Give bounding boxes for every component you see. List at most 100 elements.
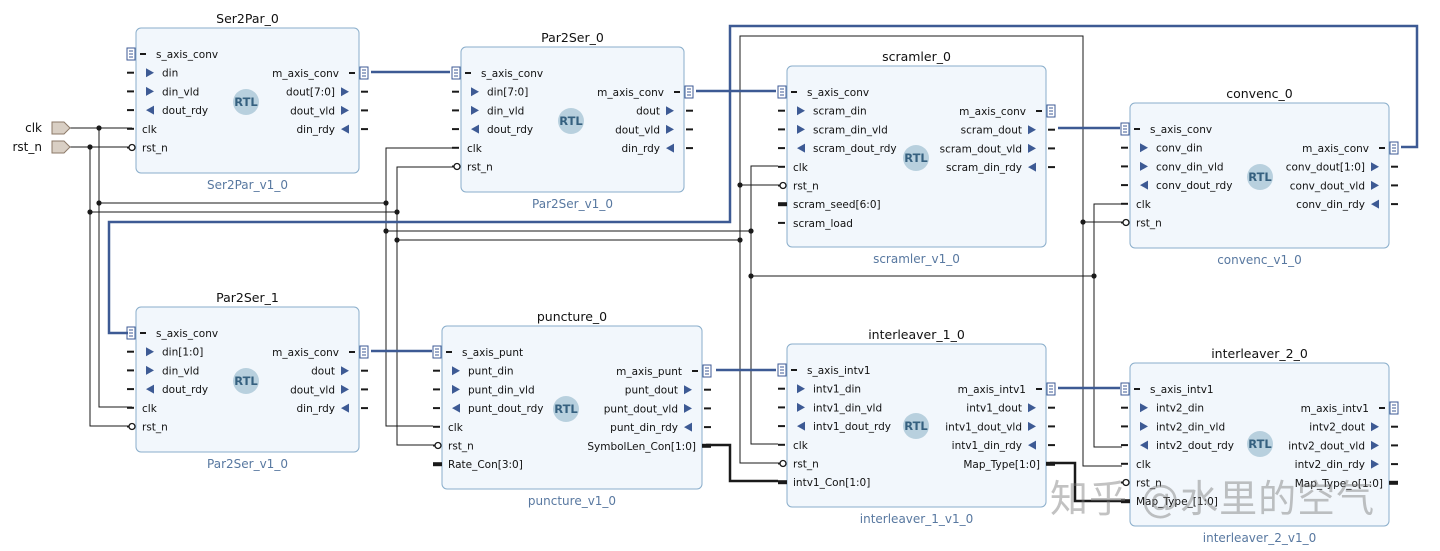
bus-interface-icon xyxy=(777,363,787,377)
pin-scram-din-rdy[interactable]: scram_din_rdy xyxy=(946,162,1055,174)
pin-m-axis-conv[interactable]: m_axis_conv xyxy=(959,104,1056,118)
pin-m-axis-conv[interactable]: m_axis_conv xyxy=(272,66,369,80)
pin-din-rdy[interactable]: din_rdy xyxy=(622,143,694,155)
pin-m-axis-punt[interactable]: m_axis_punt xyxy=(616,364,712,378)
pin-clk[interactable]: clk xyxy=(1121,459,1152,471)
pin-scram-dout-vld[interactable]: scram_dout_vld xyxy=(940,143,1055,155)
pin-intv1-dout[interactable]: intv1_dout xyxy=(966,403,1055,415)
pin-conv-din-vld[interactable]: conv_din_vld xyxy=(1121,161,1224,173)
block-scramler0[interactable]: scramler_0scramler_v1_0RTLs_axis_convscr… xyxy=(777,49,1056,266)
pin-punt-dout-vld[interactable]: punt_dout_vld xyxy=(604,403,711,415)
pin-intv2-dout[interactable]: intv2_dout xyxy=(1309,422,1398,434)
port-rst-n[interactable]: rst_n xyxy=(13,140,71,154)
block-par2ser0[interactable]: Par2Ser_0Par2Ser_v1_0RTLs_axis_convdin[7… xyxy=(451,30,694,211)
pin-din[interactable]: din xyxy=(127,68,178,80)
pin-rst-n[interactable]: rst_n xyxy=(1121,478,1162,490)
pin-s-axis-intv1[interactable]: s_axis_intv1 xyxy=(777,363,871,377)
pin-clk[interactable]: clk xyxy=(127,124,158,136)
pin-dout[interactable]: dout xyxy=(311,366,368,378)
pin-m-axis-conv[interactable]: m_axis_conv xyxy=(597,85,694,99)
pin-din-rdy[interactable]: din_rdy xyxy=(297,124,369,136)
pin-dout-rdy[interactable]: dout_rdy xyxy=(452,124,533,136)
pin-rst-n[interactable]: rst_n xyxy=(778,459,819,471)
pin-map-type-1-0-[interactable]: Map_Type_[1:0] xyxy=(1121,496,1218,508)
pin-clk[interactable]: clk xyxy=(778,440,809,452)
pin-intv2-din[interactable]: intv2_din xyxy=(1121,403,1204,415)
pin-scram-load[interactable]: scram_load xyxy=(778,218,853,230)
pin-m-axis-intv1[interactable]: m_axis_intv1 xyxy=(958,382,1056,396)
pin-intv1-con-1-0-[interactable]: intv1_Con[1:0] xyxy=(778,477,870,489)
pin-din-1-0-[interactable]: din[1:0] xyxy=(127,347,203,359)
block-title: Par2Ser_0 xyxy=(541,30,604,45)
pin-s-axis-conv[interactable]: s_axis_conv xyxy=(126,326,218,340)
pin-rst-n[interactable]: rst_n xyxy=(452,162,493,174)
pin-scram-din-vld[interactable]: scram_din_vld xyxy=(778,124,888,136)
pin-intv2-dout-rdy[interactable]: intv2_dout_rdy xyxy=(1121,440,1234,452)
pin-dout[interactable]: dout xyxy=(636,106,693,118)
pin-rate-con-3-0-[interactable]: Rate_Con[3:0] xyxy=(433,459,523,471)
block-puncture0[interactable]: puncture_0puncture_v1_0RTLs_axis_puntpun… xyxy=(432,309,712,508)
pin-intv2-din-vld[interactable]: intv2_din_vld xyxy=(1121,421,1225,433)
pin-rst-n[interactable]: rst_n xyxy=(127,422,168,434)
pin-conv-dout-1-0-[interactable]: conv_dout[1:0] xyxy=(1286,162,1398,174)
block-ser2par0[interactable]: Ser2Par_0Ser2Par_v1_0RTLs_axis_convdindi… xyxy=(126,11,369,192)
pin-map-type-o-1-0-[interactable]: Map_Type_o[1:0] xyxy=(1295,478,1398,490)
pin-punt-din-vld[interactable]: punt_din_vld xyxy=(433,384,535,396)
pin-clk[interactable]: clk xyxy=(1121,199,1152,211)
pin-s-axis-punt[interactable]: s_axis_punt xyxy=(432,345,523,359)
pin-s-axis-conv[interactable]: s_axis_conv xyxy=(126,47,218,61)
pin-symbollen-con-1-0-[interactable]: SymbolLen_Con[1:0] xyxy=(587,441,711,453)
pin-din-vld[interactable]: din_vld xyxy=(127,86,199,98)
pin-intv1-din-vld[interactable]: intv1_din_vld xyxy=(778,402,882,414)
port-clk[interactable]: clk xyxy=(25,121,71,135)
pin-conv-dout-vld[interactable]: conv_dout_vld xyxy=(1290,180,1398,192)
pin-rst-n[interactable]: rst_n xyxy=(1121,218,1162,230)
pin-scram-seed-6-0-[interactable]: scram_seed[6:0] xyxy=(778,199,881,211)
pin-scram-dout[interactable]: scram_dout xyxy=(961,125,1055,137)
pin-din-7-0-[interactable]: din[7:0] xyxy=(452,87,528,99)
pin-s-axis-conv[interactable]: s_axis_conv xyxy=(451,66,543,80)
pin-conv-din[interactable]: conv_din xyxy=(1121,143,1203,155)
pin-dout-vld[interactable]: dout_vld xyxy=(290,384,368,396)
pin-s-axis-intv1[interactable]: s_axis_intv1 xyxy=(1120,382,1214,396)
pin-din-vld[interactable]: din_vld xyxy=(452,105,524,117)
pin-scram-din[interactable]: scram_din xyxy=(778,106,867,118)
block-interleaver2[interactable]: interleaver_2_0interleaver_2_v1_0RTLs_ax… xyxy=(1120,346,1399,545)
pin-s-axis-conv[interactable]: s_axis_conv xyxy=(1120,122,1212,136)
pin-conv-din-rdy[interactable]: conv_din_rdy xyxy=(1296,199,1398,211)
pin-intv2-dout-vld[interactable]: intv2_dout_vld xyxy=(1288,440,1398,452)
pin-m-axis-conv[interactable]: m_axis_conv xyxy=(272,345,369,359)
block-convenc0[interactable]: convenc_0convenc_v1_0RTLs_axis_convconv_… xyxy=(1120,86,1399,267)
pin-intv1-din[interactable]: intv1_din xyxy=(778,384,861,396)
pin-punt-dout-rdy[interactable]: punt_dout_rdy xyxy=(433,403,543,415)
pin-clk[interactable]: clk xyxy=(433,422,464,434)
pin-conv-dout-rdy[interactable]: conv_dout_rdy xyxy=(1121,180,1232,192)
pin-map-type-1-0-[interactable]: Map_Type[1:0] xyxy=(963,459,1055,471)
pin-intv1-dout-vld[interactable]: intv1_dout_vld xyxy=(945,421,1055,433)
pin-clk[interactable]: clk xyxy=(778,162,809,174)
pin-intv2-din-rdy[interactable]: intv2_din_rdy xyxy=(1295,459,1398,471)
pin-s-axis-conv[interactable]: s_axis_conv xyxy=(777,85,869,99)
pin-rst-n[interactable]: rst_n xyxy=(433,441,474,453)
pin-dout-vld[interactable]: dout_vld xyxy=(290,105,368,117)
pin-scram-dout-rdy[interactable]: scram_dout_rdy xyxy=(778,143,897,155)
block-interleaver1[interactable]: interleaver_1_0interleaver_1_v1_0RTLs_ax… xyxy=(777,327,1056,526)
pin-clk[interactable]: clk xyxy=(452,143,483,155)
pin-clk[interactable]: clk xyxy=(127,403,158,415)
pin-m-axis-intv1[interactable]: m_axis_intv1 xyxy=(1301,401,1399,415)
pin-dout-rdy[interactable]: dout_rdy xyxy=(127,105,208,117)
pin-intv1-din-rdy[interactable]: intv1_din_rdy xyxy=(952,440,1055,452)
pin-m-axis-conv[interactable]: m_axis_conv xyxy=(1302,141,1399,155)
block-par2ser1[interactable]: Par2Ser_1Par2Ser_v1_0RTLs_axis_convdin[1… xyxy=(126,290,369,471)
pin-din-rdy[interactable]: din_rdy xyxy=(297,403,369,415)
pin-rst-n[interactable]: rst_n xyxy=(778,181,819,193)
pin-punt-din-rdy[interactable]: punt_din_rdy xyxy=(610,422,711,434)
pin-punt-dout[interactable]: punt_dout xyxy=(625,385,711,397)
pin-intv1-dout-rdy[interactable]: intv1_dout_rdy xyxy=(778,421,891,433)
pin-dout-rdy[interactable]: dout_rdy xyxy=(127,384,208,396)
pin-dout-7-0-[interactable]: dout[7:0] xyxy=(286,87,368,99)
pin-dout-vld[interactable]: dout_vld xyxy=(615,124,693,136)
pin-punt-din[interactable]: punt_din xyxy=(433,366,514,378)
pin-rst-n[interactable]: rst_n xyxy=(127,143,168,155)
pin-din-vld[interactable]: din_vld xyxy=(127,365,199,377)
